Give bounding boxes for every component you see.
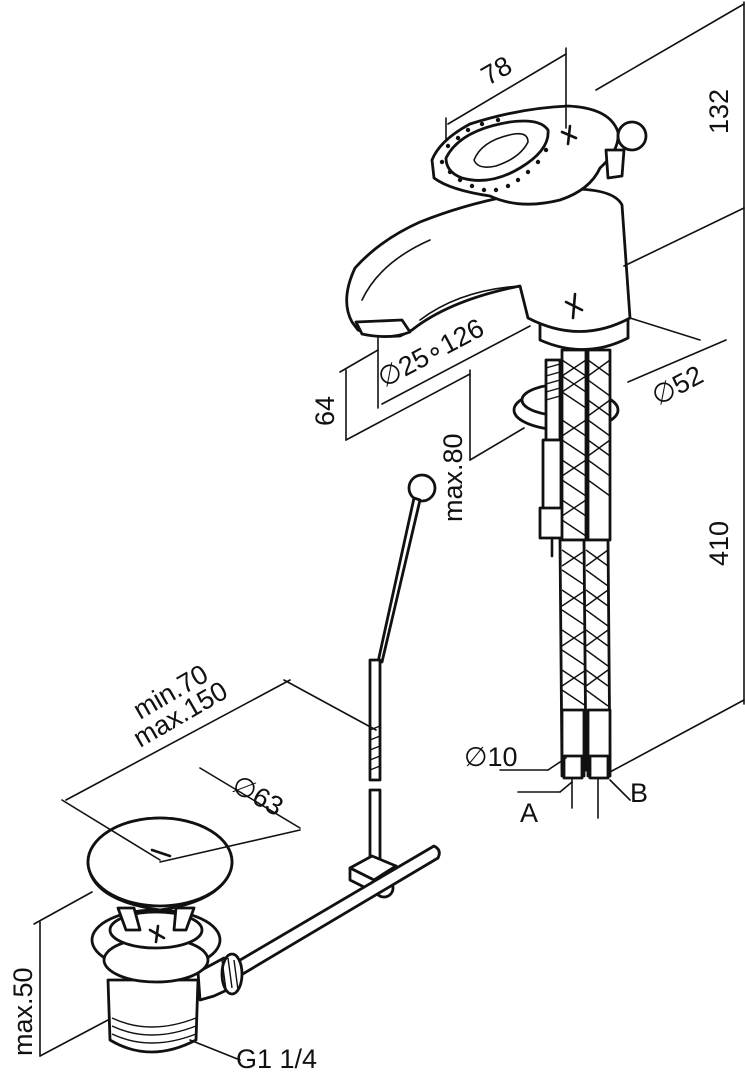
pop-up-rod [228,473,441,980]
mounting-assembly [512,348,620,819]
connection-a-label: A [520,798,538,828]
waste-dimension-lines [33,679,377,1061]
spout-height-label: 64 [310,396,340,426]
base-diameter-label: ∅52 [647,360,708,412]
faucet-dimension-lines [339,1,745,801]
base-center-mark [564,292,584,320]
lever-width-label: 78 [476,50,517,91]
faucet-body [345,187,632,351]
waste-depth-label: max.50 [8,967,38,1056]
waste-assembly [86,816,244,1054]
lever-handle [430,104,648,206]
thread-label: G1 1/4 [236,1044,317,1074]
hose-diameter-label: ∅10 [464,742,518,772]
lever-dots [439,117,549,193]
connection-b-label: B [630,778,648,808]
deck-thickness-label: max.80 [438,433,468,522]
waste-diameter-label: ∅63 [227,769,288,822]
total-height-label: 410 [704,521,734,566]
faucet-height-label: 132 [704,89,734,134]
